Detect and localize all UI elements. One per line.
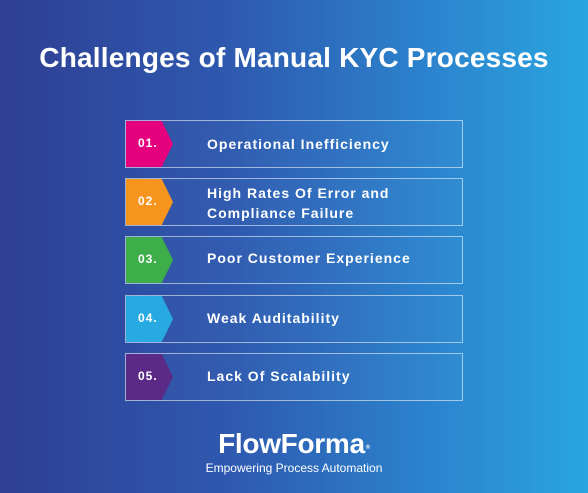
list-item: 01. Operational Inefficiency	[125, 120, 463, 168]
number-badge: 02.	[126, 179, 173, 225]
brand-logo[interactable]: FlowForma®	[0, 430, 588, 458]
item-number: 04.	[138, 311, 158, 325]
list-item: 05. Lack Of Scalability	[125, 353, 463, 401]
number-badge: 01.	[126, 121, 173, 167]
item-label-line: Weak Auditability	[207, 310, 340, 326]
item-number: 05.	[138, 369, 158, 383]
list-item: 03. Poor Customer Experience	[125, 236, 463, 284]
brand-tagline: Empowering Process Automation	[205, 461, 383, 475]
item-label: Operational Inefficiency	[207, 134, 390, 154]
item-label-line: High Rates Of Error and	[207, 185, 390, 201]
number-badge: 04.	[126, 296, 173, 342]
item-label-line: Operational Inefficiency	[207, 136, 390, 152]
list-item: 04. Weak Auditability	[125, 295, 463, 343]
number-badge: 05.	[126, 354, 173, 400]
item-label: Lack Of Scalability	[207, 366, 351, 386]
item-label-line: Compliance Failure	[207, 205, 355, 221]
item-label: High Rates Of Error and Compliance Failu…	[207, 183, 389, 223]
item-number: 02.	[138, 194, 158, 208]
item-number: 03.	[138, 252, 158, 266]
item-label-line: Poor Customer Experience	[207, 250, 411, 266]
item-label: Poor Customer Experience	[207, 248, 411, 268]
page-title: Challenges of Manual KYC Processes	[39, 42, 549, 73]
item-number: 01.	[138, 136, 158, 150]
brand-block: FlowForma® Empowering Process Automation	[0, 430, 588, 476]
item-label: Weak Auditability	[207, 308, 340, 328]
list-item: 02. High Rates Of Error and Compliance F…	[125, 178, 463, 226]
brand-logo-text: FlowForma	[218, 428, 365, 459]
item-label-line: Lack Of Scalability	[207, 368, 351, 384]
number-badge: 03.	[126, 237, 173, 283]
registered-mark: ®	[365, 445, 370, 451]
